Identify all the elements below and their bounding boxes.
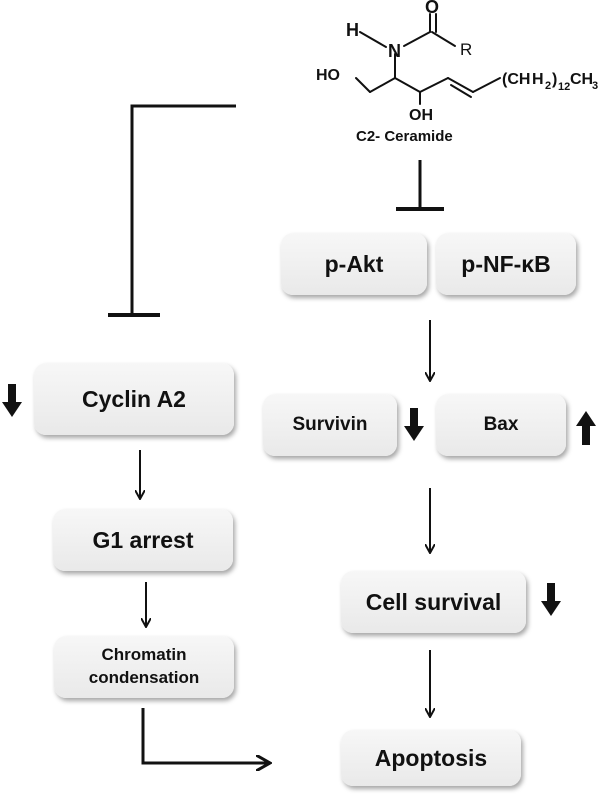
alkyl-chain-end: CH [570,71,593,88]
node-chromatin-condensation: Chromatin condensation [54,636,234,698]
survivin-down-arrow-icon [404,408,424,441]
node-p-akt: p-Akt [281,233,427,295]
atom-h: H [346,20,359,40]
node-cyclin-a2: Cyclin A2 [34,363,234,435]
alkyl-chain: (CHCH [502,71,530,88]
atom-oh: OH [409,107,433,124]
alkyl-chain-sub2: 2 [545,80,551,92]
node-p-nf-kb: p-NF-κB [436,233,576,295]
arrow-condensation-to-apoptosis [141,708,270,763]
alkyl-chain-h2: H [532,71,544,88]
inhibit-line-left [130,104,236,314]
compound-name: C2- Ceramide [356,128,453,145]
atom-o: O [425,0,439,17]
atom-ho: HO [316,67,340,84]
alkyl-chain-end-sub: 3 [592,80,598,92]
ceramide-structure: H N O R HO OH (CHCH H 2 ) 12 CH 3 [316,0,598,124]
node-g1-arrest: G1 arrest [53,509,233,571]
node-survivin: Survivin [263,394,397,456]
cyclin-down-arrow-icon [2,384,22,417]
survival-down-arrow-icon [541,583,561,616]
alkyl-chain-sub12: 12 [558,81,570,93]
atom-r: R [460,40,472,59]
node-cell-survival: Cell survival [341,571,526,633]
bax-up-arrow-icon [576,411,596,445]
alkyl-chain-close: ) [552,71,557,88]
condensation-line2: condensation [88,668,200,687]
atom-n: N [388,41,401,61]
node-bax: Bax [436,394,566,456]
node-apoptosis: Apoptosis [341,730,521,786]
condensation-line1: Chromatin [101,645,187,665]
